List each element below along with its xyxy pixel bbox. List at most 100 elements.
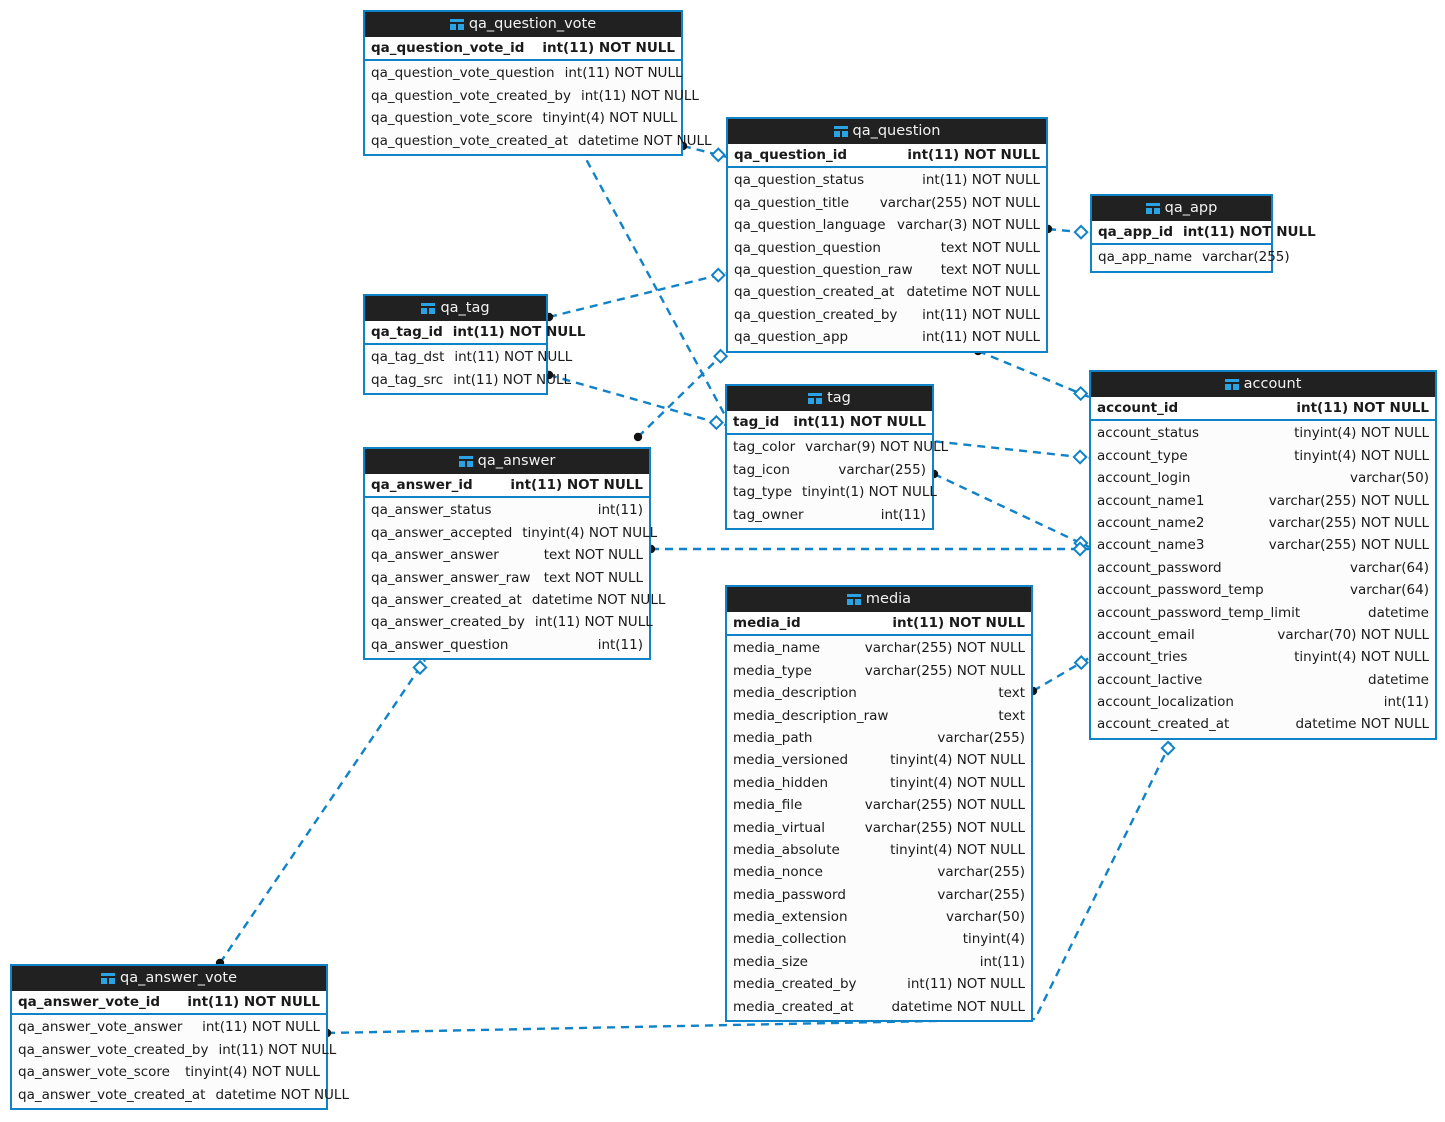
column-type: tinyint(4) [962,931,1025,948]
column-type: int(11) NOT NULL [1296,400,1429,416]
rel-answer-account [646,541,1089,557]
column-name: qa_question_vote_created_at [371,132,569,149]
column-name: account_password_temp_limit [1097,604,1301,621]
column-type: int(11) NOT NULL [454,349,573,366]
column-name: account_lactive [1097,671,1203,688]
column-name: media_password [733,886,846,903]
column-type: int(11) NOT NULL [542,40,675,56]
column-name: tag_icon [733,461,790,478]
table-icon [808,392,823,404]
column-name: account_type [1097,447,1188,464]
column-type: text NOT NULL [940,261,1040,278]
column-name: media_id [733,615,801,631]
column-name: media_absolute [733,841,840,858]
column-name: qa_answer_accepted [371,524,513,541]
column-type: varchar(64) [1349,582,1429,599]
column-name: qa_question_language [734,217,886,234]
column-name: media_size [733,953,808,970]
column-name: qa_question_app [734,329,849,346]
column-name: media_virtual [733,819,825,836]
column-type: varchar(3) NOT NULL [896,217,1040,234]
column-type: tinyint(4) NOT NULL [185,1064,320,1081]
column-name: qa_answer_id [371,477,473,493]
column-type: int(11) NOT NULL [534,614,653,631]
column-name: media_name [733,640,821,657]
column-name: qa_answer_vote_id [18,994,161,1010]
column-type: text [998,707,1025,724]
column-type: varchar(255) NOT NULL [864,640,1025,657]
column-type: text [998,685,1025,702]
column-type: tinyint(4) NOT NULL [1294,425,1429,442]
column-name: account_localization [1097,694,1234,711]
table-header: qa_question_vote [365,12,681,37]
column-name: qa_answer_answer [371,547,499,564]
column-type: varchar(64) [1349,559,1429,576]
column-row: qa_question_question_raw text NOT NULL [728,258,1046,282]
column-type: int(11) NOT NULL [218,1041,337,1058]
table-header: tag [727,386,932,411]
table-header: qa_tag [365,296,546,321]
column-row: tag_type tinyint(1) NOT NULL [727,481,937,504]
table-icon [100,972,115,984]
column-name: tag_type [733,484,793,501]
column-name: media_created_by [733,976,857,993]
column-type: int(11) [597,502,643,519]
column-row: media_name varchar(255) NOT NULL [727,637,1031,660]
column-name: tag_owner [733,506,804,523]
table-icon [846,593,861,605]
rel-answervote-answer [215,659,428,968]
column-name: account_tries [1097,649,1188,666]
table-header: media [727,587,1031,612]
column-type: text NOT NULL [543,547,643,564]
column-type: tinyint(1) NOT NULL [802,484,937,501]
column-name: media_path [733,729,813,746]
column-name: media_nonce [733,864,823,881]
column-name: qa_question_title [734,194,850,211]
column-name: qa_tag_src [371,371,444,388]
column-type: int(11) NOT NULL [581,87,699,104]
column-name: qa_question_question_raw [734,261,913,278]
column-type: datetime NOT NULL [1295,716,1429,733]
table-icon [449,18,464,30]
table-header: qa_app [1092,196,1271,221]
column-name: media_collection [733,931,847,948]
